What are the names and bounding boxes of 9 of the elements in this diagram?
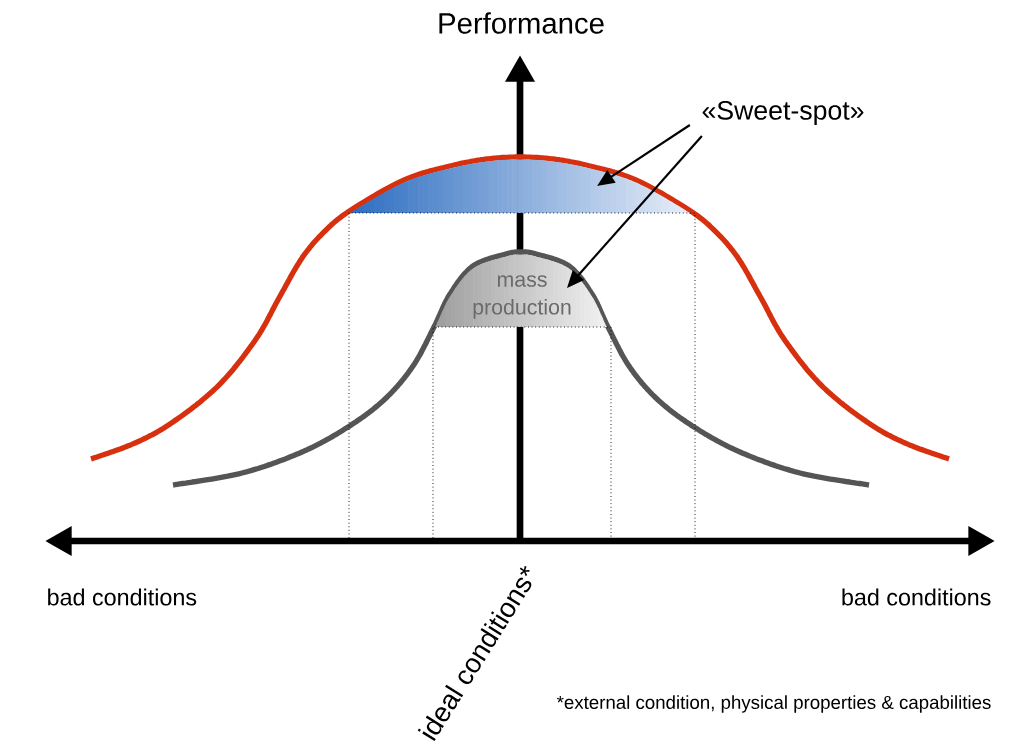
shaded-region: mass production	[433, 254, 611, 327]
node-label: mass production	[473, 275, 571, 319]
axis-title: Performance	[439, 12, 604, 34]
callout-label: «Sweet-spot»	[702, 100, 864, 126]
leader-arrow	[567, 135, 703, 288]
axis-label: bad conditions	[48, 588, 197, 606]
shaded-region	[349, 159, 691, 213]
axis-label: bad conditions	[842, 588, 991, 606]
footnote: *external condition, physical properties & capabilities	[556, 695, 991, 713]
